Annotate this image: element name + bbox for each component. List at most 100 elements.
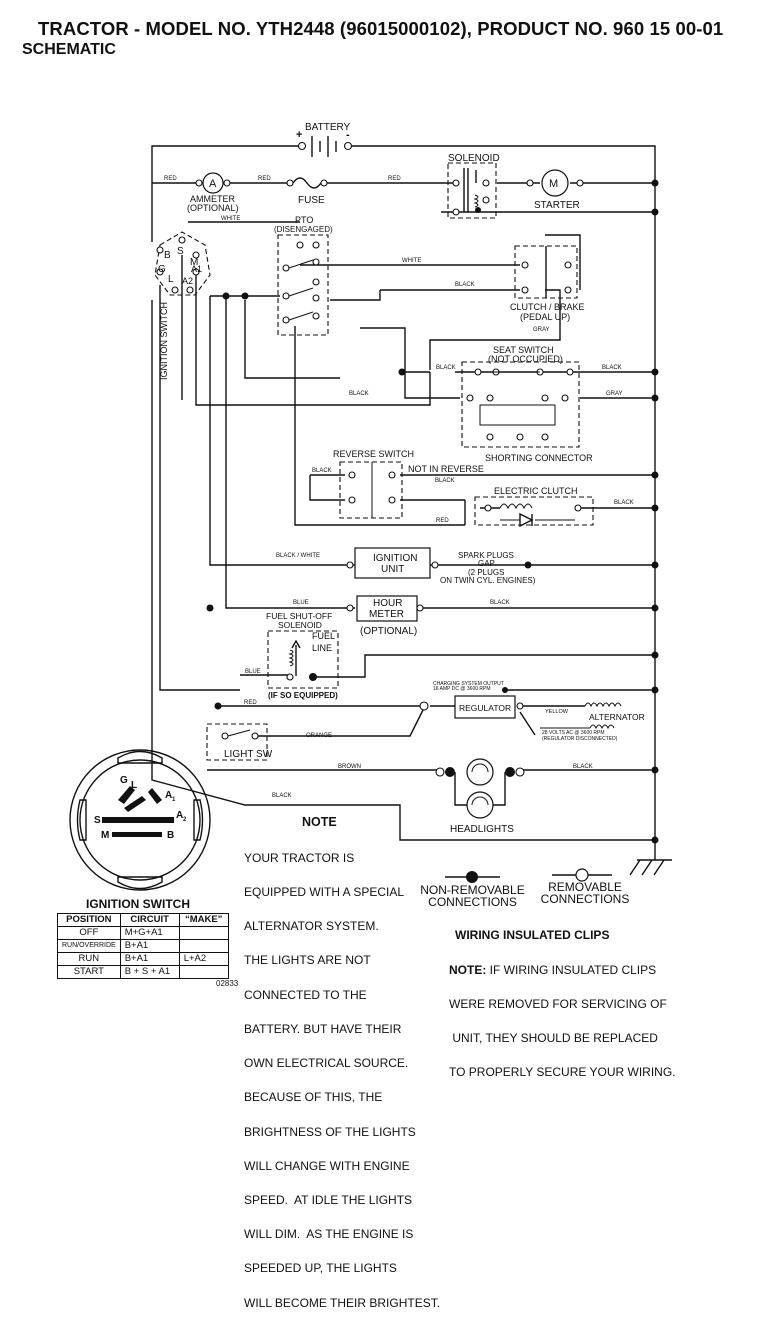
wire-black-8: BLACK	[490, 600, 510, 606]
table-cell	[178, 939, 229, 953]
wire-black-6: BLACK	[435, 478, 455, 484]
fuse: FUSE	[286, 177, 328, 206]
note-line: WILL DIM. AS THE ENGINE IS	[244, 1227, 414, 1242]
wire-black-4: BLACK	[349, 391, 369, 397]
note-line: WILL BECOME THEIR BRIGHTEST.	[244, 1295, 441, 1310]
wire-blue-2: BLUE	[245, 669, 261, 675]
key-term-b: B	[167, 830, 174, 841]
wire-brown: BROWN	[338, 764, 361, 770]
starter-label: STARTER	[534, 200, 580, 211]
note-line: OWN ELECTRICAL SOURCE.	[244, 1056, 409, 1071]
key-term-l: L	[131, 780, 137, 791]
ign-term-a1: A1	[191, 264, 202, 274]
ammeter-symbol: A	[209, 178, 217, 190]
reverse-switch: REVERSE SWITCH NOT IN REVERSE	[333, 449, 484, 519]
fuel-line-label-2: LINE	[312, 643, 332, 653]
wire-color-labels: RED RED RED WHITE WHITE BLACK GRAY BLACK…	[164, 176, 634, 799]
if-so-equipped-label: (IF SO EQUIPPED)	[268, 691, 338, 700]
spark-plugs-label-2: GAP	[478, 559, 495, 568]
note-line: ALTERNATOR SYSTEM.	[244, 919, 379, 934]
page-subtitle: SCHEMATIC	[22, 41, 116, 58]
hour-meter-optional-label: (OPTIONAL)	[360, 626, 417, 637]
table-header-row: POSITION CIRCUIT “MAKE”	[57, 913, 229, 927]
wire-white-1: WHITE	[221, 216, 240, 222]
ign-term-b: B	[164, 250, 171, 261]
wiring-clips-line: UNIT, THEY SHOULD BE REPLACED	[449, 1031, 658, 1046]
ignition-key-face: G L A 1 A 2 S B M	[69, 749, 211, 891]
table-cell: M+G+A1	[119, 926, 180, 940]
wire-gray-2: GRAY	[606, 391, 623, 397]
alternator-label: ALTERNATOR	[589, 712, 645, 722]
alternator: ALTERNATOR 28 VOLTS AC @ 3600 RPM (REGUL…	[540, 702, 645, 742]
ign-term-l: L	[168, 274, 174, 285]
wiring-clips-line: NOTE: IF WIRING INSULATED CLIPS	[449, 962, 676, 977]
note-line: BECAUSE OF THIS, THE	[244, 1090, 383, 1105]
wire-red-2: RED	[258, 176, 271, 182]
main-wires	[151, 145, 672, 876]
clutch-brake-label: CLUTCH / BRAKE	[510, 302, 585, 312]
battery-minus: -	[346, 129, 350, 141]
light-switch: LIGHT SW	[206, 723, 273, 761]
note-title: NOTE	[302, 815, 337, 829]
ign-term-s: S	[177, 246, 184, 257]
clutch-brake-state-label: (PEDAL UP)	[520, 312, 570, 322]
note-line: THE LIGHTS ARE NOT	[244, 953, 371, 968]
fuel-line-label-1: FUEL	[312, 631, 335, 641]
spark-plugs-label-4: ON TWIN CYL. ENGINES)	[440, 576, 536, 585]
note-line: CONNECTED TO THE	[244, 987, 367, 1002]
ignition-unit-label-2: UNIT	[381, 564, 404, 575]
hour-meter-label-1: HOUR	[373, 598, 402, 609]
key-term-s: S	[94, 815, 101, 826]
seat-switch-label: SEAT SWITCH	[493, 345, 554, 355]
reverse-switch-label: REVERSE SWITCH	[333, 449, 414, 459]
electric-clutch: ELECTRIC CLUTCH	[474, 486, 594, 528]
table-cell: START	[57, 965, 121, 979]
note-body: YOUR TRACTOR IS EQUIPPED WITH A SPECIAL …	[244, 830, 440, 1320]
table-cell: L+A2	[178, 952, 229, 966]
page-title: TRACTOR - MODEL NO. YTH2448 (96015000102…	[38, 18, 724, 39]
wire-blue-1: BLUE	[293, 600, 309, 606]
ign-term-a2: A2	[182, 276, 193, 286]
note-line: SPEEDED UP, THE LIGHTS	[244, 1261, 397, 1276]
non-removable-legend: NON-REMOVABLE CONNECTIONS	[420, 884, 525, 908]
pto-state-label: (DISENGAGED)	[274, 225, 333, 234]
wiring-clips-line-0: IF WIRING INSULATED CLIPS	[486, 962, 657, 977]
wiring-clips-note-label: NOTE:	[449, 962, 487, 977]
table-cell: B+A1	[119, 939, 180, 953]
regulator: REGULATOR CHARGING SYSTEM OUTPUT 16 AMP …	[419, 681, 524, 719]
table-cell: B+A1	[119, 952, 180, 966]
fuel-shutoff-label-1: FUEL SHUT-OFF	[266, 611, 332, 621]
table-row: OFF M+G+A1	[57, 926, 229, 940]
drawing-code: 02833	[216, 979, 239, 988]
removable-legend: REMOVABLE CONNECTIONS	[535, 880, 635, 905]
regulator-label: REGULATOR	[459, 703, 511, 713]
key-term-a1: A	[165, 790, 172, 801]
spark-plugs-label-3: (2 PLUGS	[468, 568, 504, 577]
wire-white-2: WHITE	[402, 258, 421, 264]
removable-label-1: REMOVABLE	[548, 880, 622, 894]
fuel-shutoff-solenoid: FUEL SHUT-OFF SOLENOID FUEL LINE (IF SO …	[266, 611, 339, 700]
ign-term-g: G	[158, 264, 166, 275]
table-row: RUN/OVERRIDE B+A1	[57, 939, 229, 953]
key-term-m: M	[101, 830, 109, 841]
note-line: YOUR TRACTOR IS	[244, 850, 355, 865]
table-header: CIRCUIT	[119, 913, 180, 927]
table-row: RUN B+A1 L+A2	[57, 952, 229, 966]
wire-red-1: RED	[164, 176, 177, 182]
wiring-clips-body: NOTE: IF WIRING INSULATED CLIPS WERE REM…	[449, 942, 676, 1090]
key-term-a2-sub: 2	[183, 817, 187, 823]
clutch-brake-switch: CLUTCH / BRAKE (PEDAL UP)	[510, 245, 585, 322]
wire-black-10: BLACK	[272, 793, 292, 799]
spark-plugs-label-1: SPARK PLUGS	[458, 551, 514, 560]
table-cell	[178, 926, 229, 940]
shorting-connector-label: SHORTING CONNECTOR	[485, 453, 593, 463]
starter-motor-symbol: M	[549, 178, 558, 190]
pto-label: PTO	[295, 215, 313, 225]
seat-switch-state-label: (NOT OCCUPIED)	[488, 354, 563, 364]
wiring-clips-title: WIRING INSULATED CLIPS	[455, 928, 610, 942]
pto-switch: PTO (DISENGAGED)	[274, 215, 333, 336]
ammeter-label: AMMETER	[190, 194, 236, 204]
table-cell: RUN/OVERRIDE	[57, 939, 121, 953]
key-term-g: G	[120, 775, 128, 786]
ign-term-m: M	[190, 257, 198, 268]
